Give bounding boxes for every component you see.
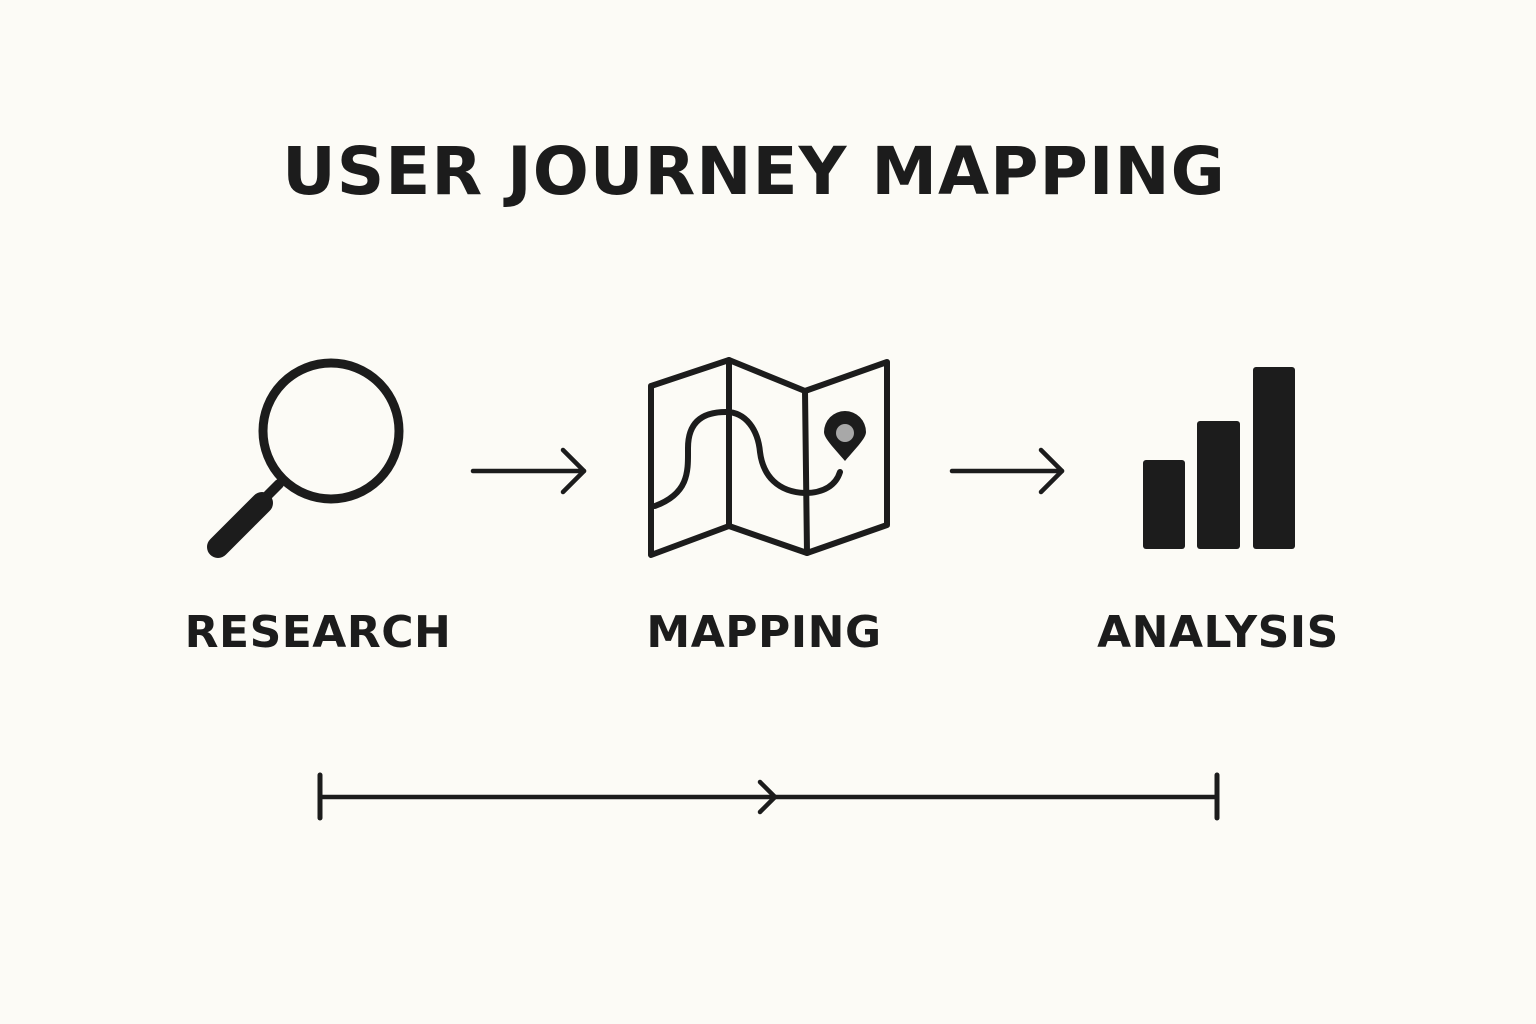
map-pin-center: [836, 424, 854, 442]
bar-medium: [1197, 421, 1240, 549]
step-label-research: RESEARCH: [184, 607, 452, 658]
step-label-mapping: MAPPING: [646, 607, 882, 658]
folded-map-icon: [648, 357, 890, 558]
arrow-right-icon: [949, 447, 1065, 495]
page-title: USER JOURNEY MAPPING: [282, 133, 1226, 210]
bar-short: [1143, 460, 1185, 549]
bar-chart-icon: [1143, 367, 1295, 549]
step-label-analysis: ANALYSIS: [1097, 607, 1339, 658]
bar-tall: [1253, 367, 1295, 549]
timeline-arrow-icon: [317, 772, 1220, 821]
arrow-right-icon: [470, 447, 587, 495]
magnifying-glass-icon: [207, 358, 404, 558]
